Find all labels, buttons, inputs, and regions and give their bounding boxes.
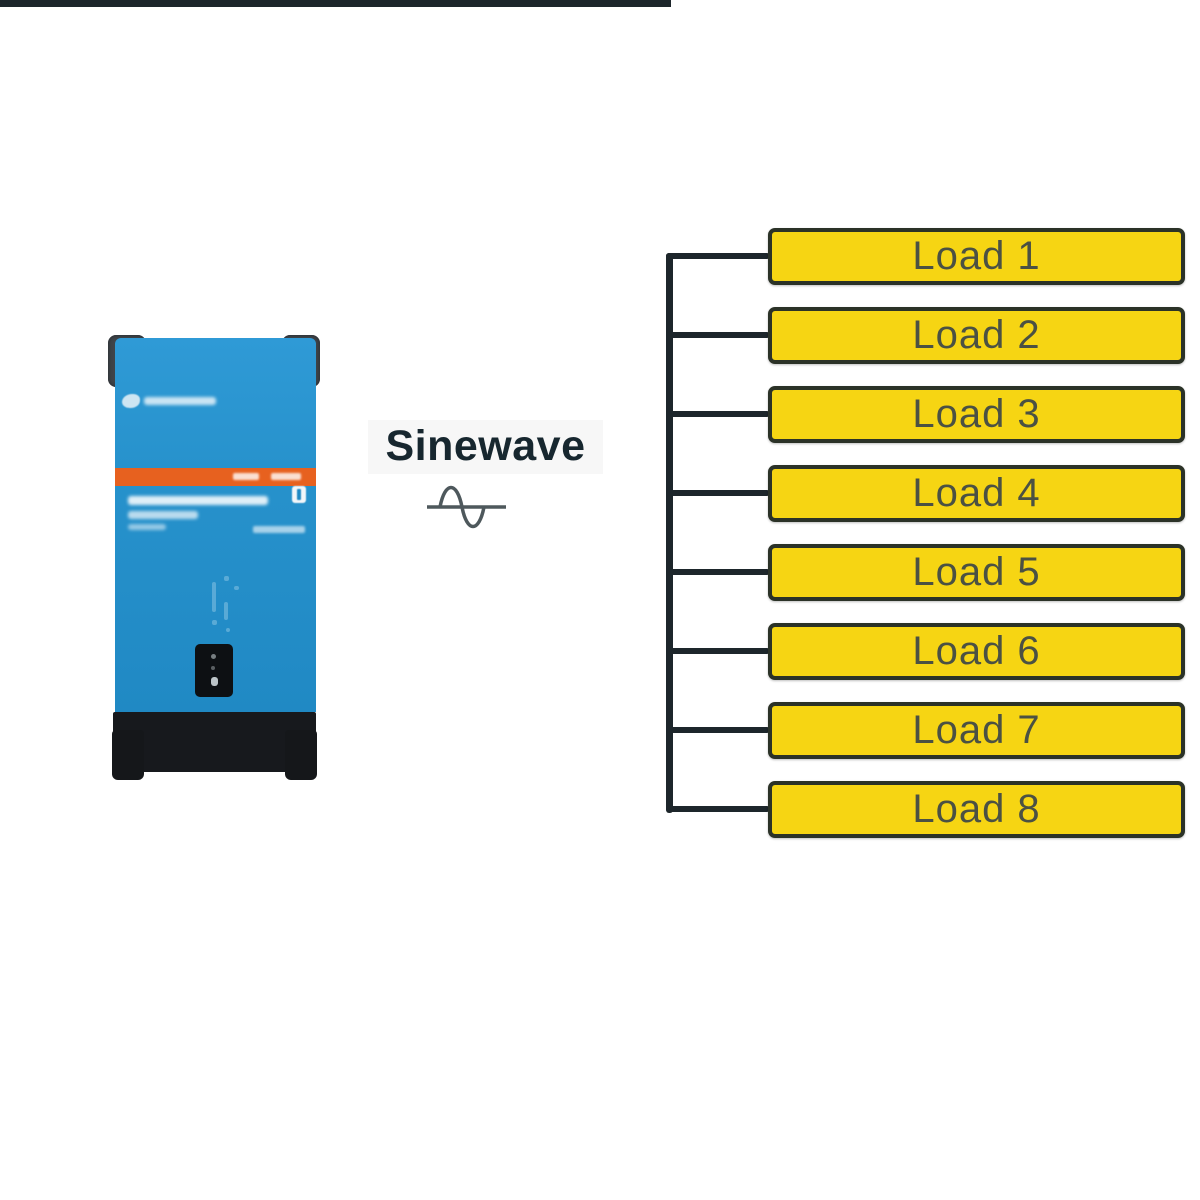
load-label-2: Load 2 — [912, 313, 1041, 357]
load-box-7: Load 7 — [768, 702, 1185, 759]
inverter-base — [113, 712, 316, 772]
load-label-5: Load 5 — [912, 550, 1041, 594]
inverter-body — [115, 338, 316, 712]
branch-wire-load-6 — [666, 648, 770, 654]
load-label-3: Load 3 — [912, 392, 1041, 436]
load-box-6: Load 6 — [768, 623, 1185, 680]
branch-wire-load-2 — [666, 332, 770, 338]
stripe-text-blur-2 — [271, 473, 301, 480]
load-label-8: Load 8 — [912, 787, 1041, 831]
branch-wire-load-8 — [666, 806, 770, 812]
distribution-bus-wire — [666, 253, 673, 813]
model-text-blur-line-1 — [128, 496, 268, 505]
inverter-switch-panel — [195, 644, 233, 697]
inverter-foot-left — [112, 730, 144, 780]
load-box-8: Load 8 — [768, 781, 1185, 838]
victron-logo-swirl — [122, 394, 140, 408]
panel-switch — [211, 677, 218, 686]
inverter-device — [104, 330, 328, 792]
model-text-blur-line-3 — [128, 524, 166, 530]
terminal-diagram-marks — [200, 576, 250, 636]
inverter-orange-stripe — [115, 468, 316, 486]
branch-wire-load-5 — [666, 569, 770, 575]
load-label-4: Load 4 — [912, 471, 1041, 515]
branch-wire-load-7 — [666, 727, 770, 733]
branch-wire-load-3 — [666, 411, 770, 417]
port-text-blur — [253, 526, 305, 533]
ac-feed-wire — [0, 0, 671, 7]
sinewave-label: Sinewave — [385, 422, 586, 470]
panel-led-1 — [211, 654, 216, 659]
panel-led-2 — [211, 666, 215, 670]
load-box-4: Load 4 — [768, 465, 1185, 522]
load-label-6: Load 6 — [912, 629, 1041, 673]
inverter-foot-right — [285, 730, 317, 780]
load-label-1: Load 1 — [912, 234, 1041, 278]
branch-wire-load-4 — [666, 490, 770, 496]
load-box-2: Load 2 — [768, 307, 1185, 364]
bluetooth-icon — [292, 486, 306, 503]
stripe-text-blur-1 — [233, 473, 259, 480]
branch-wire-load-1 — [666, 253, 770, 259]
load-box-1: Load 1 — [768, 228, 1185, 285]
victron-logo-icon — [122, 392, 242, 412]
load-label-7: Load 7 — [912, 708, 1041, 752]
sine-wave-icon — [427, 485, 506, 529]
victron-logo-text-blur — [144, 397, 216, 405]
model-text-blur-line-2 — [128, 511, 198, 519]
load-box-5: Load 5 — [768, 544, 1185, 601]
load-box-3: Load 3 — [768, 386, 1185, 443]
